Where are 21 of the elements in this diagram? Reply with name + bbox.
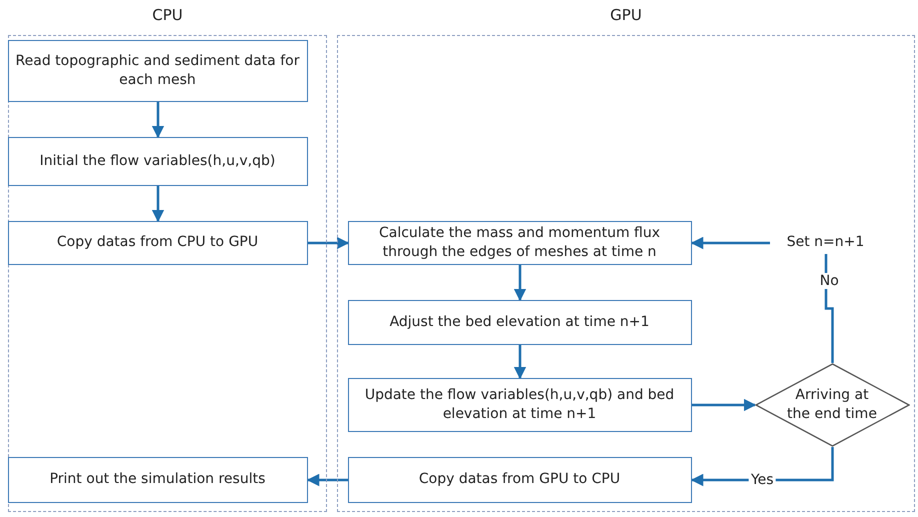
arrow: [514, 265, 526, 302]
arrow: [692, 398, 756, 412]
arrow: [152, 186, 164, 222]
connector-line: [824, 254, 834, 363]
decision-text: Arriving at the end time: [787, 386, 877, 423]
process-box: Read topographic and sediment data for each mesh: [8, 40, 308, 102]
process-box: Update the flow variables(h,u,v,qb) and bed elevation at time n+1: [348, 378, 692, 432]
process-box: Calculate the mass and momentum flux through the edges of meshes at time n: [348, 220, 692, 264]
arrow: [514, 345, 526, 380]
process-box: Print out the simulation results: [8, 456, 308, 502]
region-heading: GPU: [609, 6, 643, 26]
arrow: [152, 102, 164, 138]
arrow: [306, 474, 348, 486]
decision-diamond: [754, 362, 910, 446]
arrow: [308, 236, 350, 250]
process-box: Initial the flow variables(h,u,v,qb): [8, 136, 308, 186]
process-box: Copy datas from GPU to CPU: [348, 456, 692, 502]
region-heading: CPU: [151, 6, 184, 26]
process-box: Adjust the bed elevation at time n+1: [348, 300, 692, 344]
process-box: Copy datas from CPU to GPU: [8, 220, 308, 264]
arrow: [690, 236, 770, 250]
